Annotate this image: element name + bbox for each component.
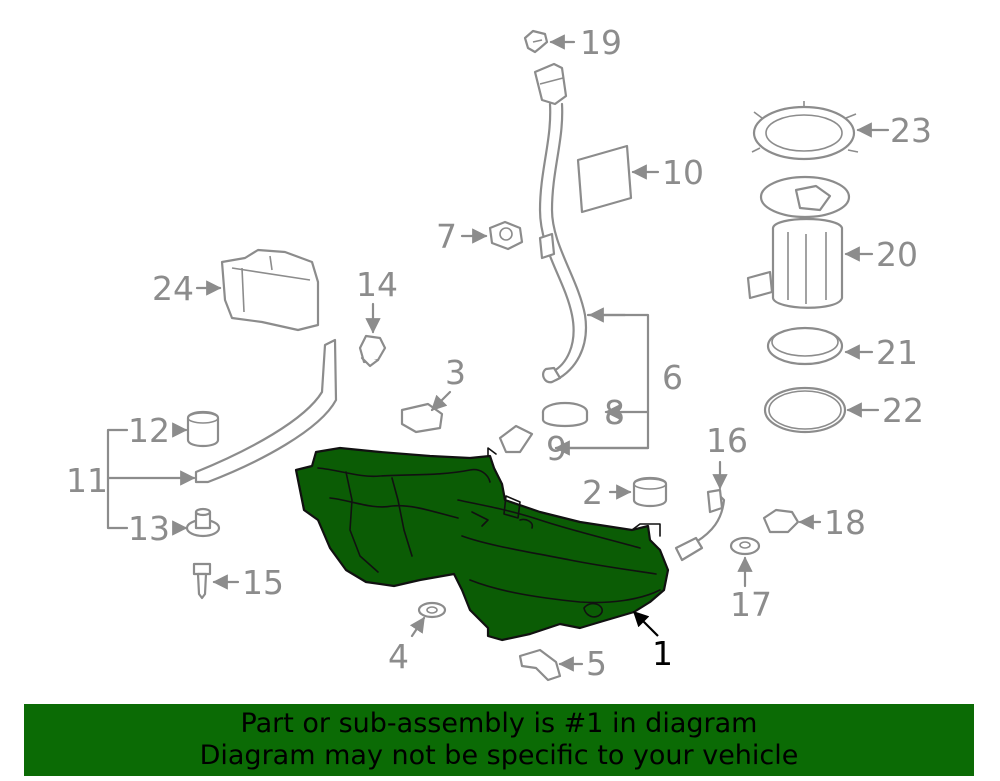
part-3-bracket[interactable] [400,390,452,434]
part-23-lock-ring[interactable] [751,101,890,161]
part-14-clip[interactable] [358,302,387,368]
callout-4: 4 [388,637,409,676]
part-7-nut[interactable] [460,220,524,251]
callout-21: 21 [876,333,918,372]
callout-14: 14 [356,265,398,304]
part-4-washer[interactable] [409,601,447,638]
part-8-clamp[interactable] [541,401,589,428]
part-20-fuel-pump[interactable] [746,175,874,309]
callout-18: 18 [824,503,866,542]
callout-7: 7 [436,217,457,256]
callout-20: 20 [876,235,918,274]
part-16-sensor[interactable] [674,460,728,562]
part-9-clip[interactable] [498,424,534,454]
part-21-ring[interactable] [766,326,874,366]
part-19-filler-cap[interactable] [523,29,576,54]
callout-2: 2 [582,473,603,512]
part-10-pad[interactable] [576,144,660,214]
callout-17: 17 [730,585,772,624]
part-1-fuel-tank[interactable] [294,446,670,642]
part-24-module[interactable] [195,248,320,332]
callout-5: 5 [586,644,607,683]
callout-22: 22 [882,391,924,430]
notice-banner: Part or sub-assembly is #1 in diagram Di… [24,704,974,776]
part-2-grommet[interactable] [608,476,668,508]
callout-6: 6 [662,358,683,397]
banner-line-2: Diagram may not be specific to your vehi… [199,740,799,771]
callout-19: 19 [580,23,622,62]
part-22-o-ring[interactable] [763,386,880,434]
part-12-grommet[interactable] [172,410,220,448]
callout-15: 15 [242,563,284,602]
callout-3: 3 [445,353,466,392]
part-15-bolt[interactable] [192,562,240,600]
part-18-nut[interactable] [762,508,822,534]
callout-1: 1 [652,634,673,673]
part-17-washer[interactable] [729,536,761,588]
part-6-filler-pipe[interactable] [533,62,650,456]
callout-9: 9 [546,429,567,468]
part-5-bracket[interactable] [518,648,584,682]
parts-diagram: 1 2 3 4 5 6 7 8 9 10 11 12 13 14 15 16 1… [66,23,932,683]
banner-line-1: Part or sub-assembly is #1 in diagram [240,708,758,739]
part-13-bushing[interactable] [172,507,221,538]
callout-16: 16 [706,421,748,460]
callout-12: 12 [128,411,170,450]
callout-10: 10 [662,153,704,192]
callout-8: 8 [604,393,625,432]
callout-24: 24 [152,269,194,308]
callout-11: 11 [66,461,108,500]
callout-13: 13 [128,509,170,548]
callout-23: 23 [890,111,932,150]
part-11-tank-strap[interactable] [106,338,338,530]
